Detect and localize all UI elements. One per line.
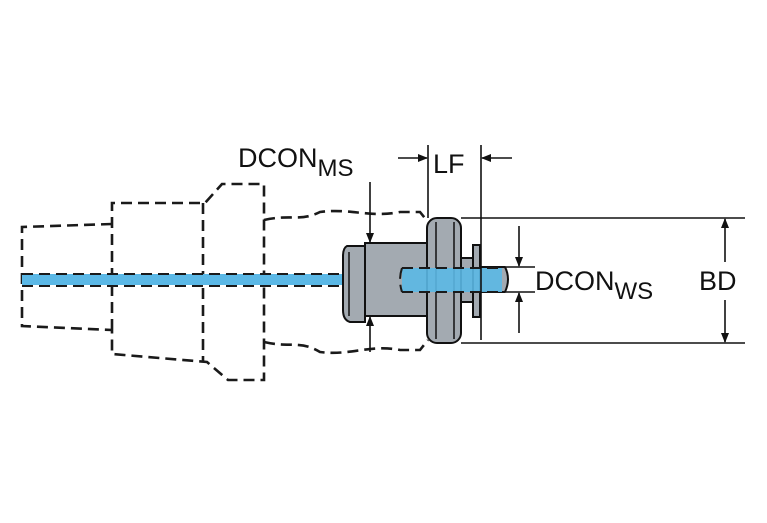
bd-label: BD	[699, 266, 737, 296]
lf-dimension	[398, 145, 512, 340]
coolant-channel	[22, 274, 506, 285]
dcon-ws-label: DCONWS	[535, 266, 653, 305]
dcon-ws-dimension	[506, 226, 535, 333]
lf-label: LF	[433, 149, 465, 179]
bd-dimension	[461, 217, 745, 344]
dcon-ms-label: DCONMS	[238, 143, 354, 182]
